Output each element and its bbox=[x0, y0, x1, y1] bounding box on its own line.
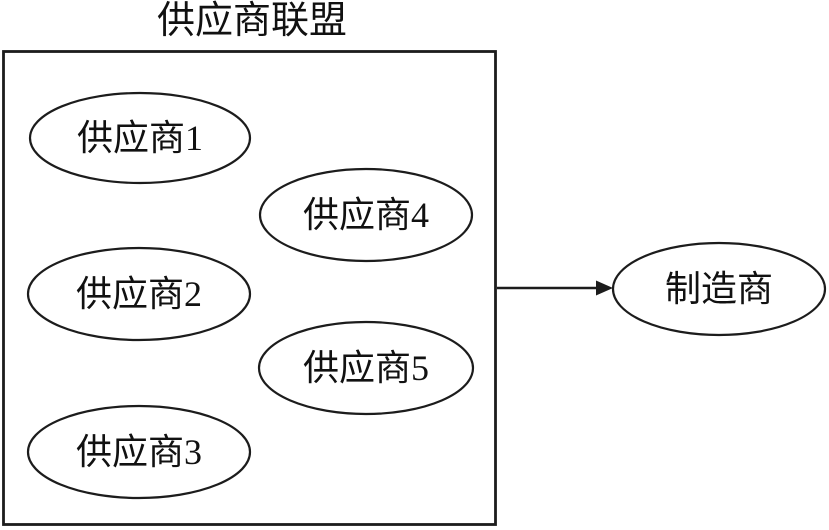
supplier-2-label: 供应商2 bbox=[76, 274, 202, 314]
arrow-head-icon bbox=[596, 280, 613, 296]
manufacturer-label: 制造商 bbox=[665, 269, 773, 309]
supplier-2-node: 供应商2 bbox=[26, 246, 252, 342]
supplier-1-ellipse bbox=[28, 91, 252, 185]
supplier-3-ellipse bbox=[26, 404, 252, 500]
supplier-5-label: 供应商5 bbox=[303, 348, 429, 388]
manufacturer-node: 制造商 bbox=[611, 241, 827, 337]
supplier-1-label: 供应商1 bbox=[77, 118, 203, 158]
alliance-to-manufacturer-arrow bbox=[497, 280, 613, 296]
supplier-3-label: 供应商3 bbox=[76, 432, 202, 472]
supplier-4-node: 供应商4 bbox=[258, 167, 474, 263]
supplier-5-ellipse bbox=[257, 320, 475, 416]
supplier-3-node: 供应商3 bbox=[26, 404, 252, 500]
alliance-boundary-box bbox=[2, 50, 497, 526]
supplier-4-label: 供应商4 bbox=[303, 195, 429, 235]
manufacturer-ellipse bbox=[611, 241, 827, 337]
diagram-title: 供应商联盟 bbox=[157, 0, 347, 42]
supplier-5-node: 供应商5 bbox=[257, 320, 475, 416]
supplier-1-node: 供应商1 bbox=[28, 91, 252, 185]
supplier-2-ellipse bbox=[26, 246, 252, 342]
supplier-4-ellipse bbox=[258, 167, 474, 263]
